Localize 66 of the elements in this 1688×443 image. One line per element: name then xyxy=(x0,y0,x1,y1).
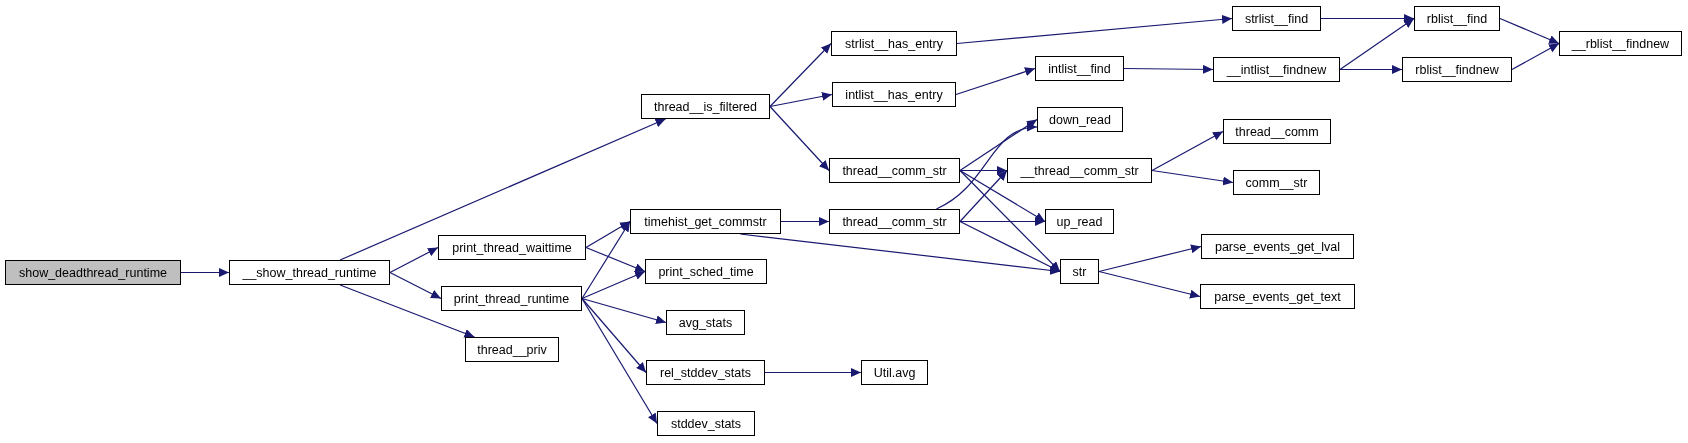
function-box: rel_stddev_stats xyxy=(646,360,765,385)
call-arrow xyxy=(959,166,1008,175)
function-box: avg_stats xyxy=(666,310,745,335)
function-box: Util.avg xyxy=(861,360,928,385)
call-arrow xyxy=(1151,169,1234,186)
call-arrow xyxy=(1339,17,1415,71)
call-arrow xyxy=(1098,244,1202,273)
function-box: __show_thread_runtime xyxy=(229,260,390,285)
call-arrow xyxy=(956,14,1233,45)
call-arrow xyxy=(959,169,1046,223)
call-arrow xyxy=(935,123,1038,210)
function-box: thread__comm_str xyxy=(829,158,960,183)
function-box: print_thread_runtime xyxy=(441,286,582,311)
function-box: strlist__has_entry xyxy=(831,31,957,56)
call-arrow xyxy=(1339,65,1403,74)
function-box: comm__str xyxy=(1233,170,1320,195)
function-box: print_thread_waittime xyxy=(438,235,586,260)
call-arrow xyxy=(780,217,830,226)
call-arrow xyxy=(581,270,646,300)
call-arrow xyxy=(959,169,1008,223)
function-box: parse_events_get_lval xyxy=(1201,234,1354,259)
function-box: __rblist__findnew xyxy=(1559,31,1682,56)
call-arrow xyxy=(955,67,1036,96)
call-arrow xyxy=(769,92,833,108)
function-box: strlist__find xyxy=(1232,6,1321,31)
function-box: print_sched_time xyxy=(645,259,767,284)
call-arrow xyxy=(1499,17,1560,45)
call-arrow xyxy=(764,368,862,377)
function-box: stddev_stats xyxy=(657,411,755,436)
function-box: rblist__findnew xyxy=(1402,57,1512,82)
function-box: __thread__comm_str xyxy=(1007,158,1152,183)
call-arrow xyxy=(585,246,646,273)
call-arrow xyxy=(180,268,230,277)
function-box: timehist_get_commstr xyxy=(630,209,781,234)
call-arrow xyxy=(959,169,1061,273)
function-box: intlist__has_entry xyxy=(832,82,956,107)
call-arrow xyxy=(581,297,667,325)
function-box: down_read xyxy=(1037,107,1123,132)
call-arrow xyxy=(581,297,647,374)
function-box: rblist__find xyxy=(1414,6,1500,31)
call-arrow xyxy=(1511,42,1560,71)
call-arrow xyxy=(1151,130,1224,172)
function-box: thread__comm_str xyxy=(829,209,960,234)
function-box: __intlist__findnew xyxy=(1213,57,1340,82)
call-arrow xyxy=(959,217,1046,226)
call-arrow xyxy=(1098,270,1201,299)
call-arrow xyxy=(959,118,1038,172)
function-box: up_read xyxy=(1045,209,1114,234)
function-box: parse_events_get_text xyxy=(1200,284,1355,309)
call-arrow xyxy=(1123,64,1214,74)
function-box: thread__is_filtered xyxy=(641,94,770,119)
call-arrow xyxy=(581,220,631,300)
function-box: str xyxy=(1060,259,1099,284)
function-box: intlist__find xyxy=(1035,56,1124,81)
call-arrow xyxy=(339,118,667,261)
call-arrow xyxy=(339,284,475,338)
call-arrow xyxy=(1320,14,1415,23)
selected-function-box: show_deadthread_runtime xyxy=(5,260,181,285)
call-arrow xyxy=(389,246,439,274)
function-box: thread__priv xyxy=(465,337,559,362)
call-arrow xyxy=(769,105,830,172)
call-arrow xyxy=(389,271,442,300)
function-box: thread__comm xyxy=(1223,119,1331,144)
call-arrow xyxy=(585,220,631,249)
call-arrow xyxy=(769,42,832,108)
call-arrow xyxy=(581,297,658,425)
